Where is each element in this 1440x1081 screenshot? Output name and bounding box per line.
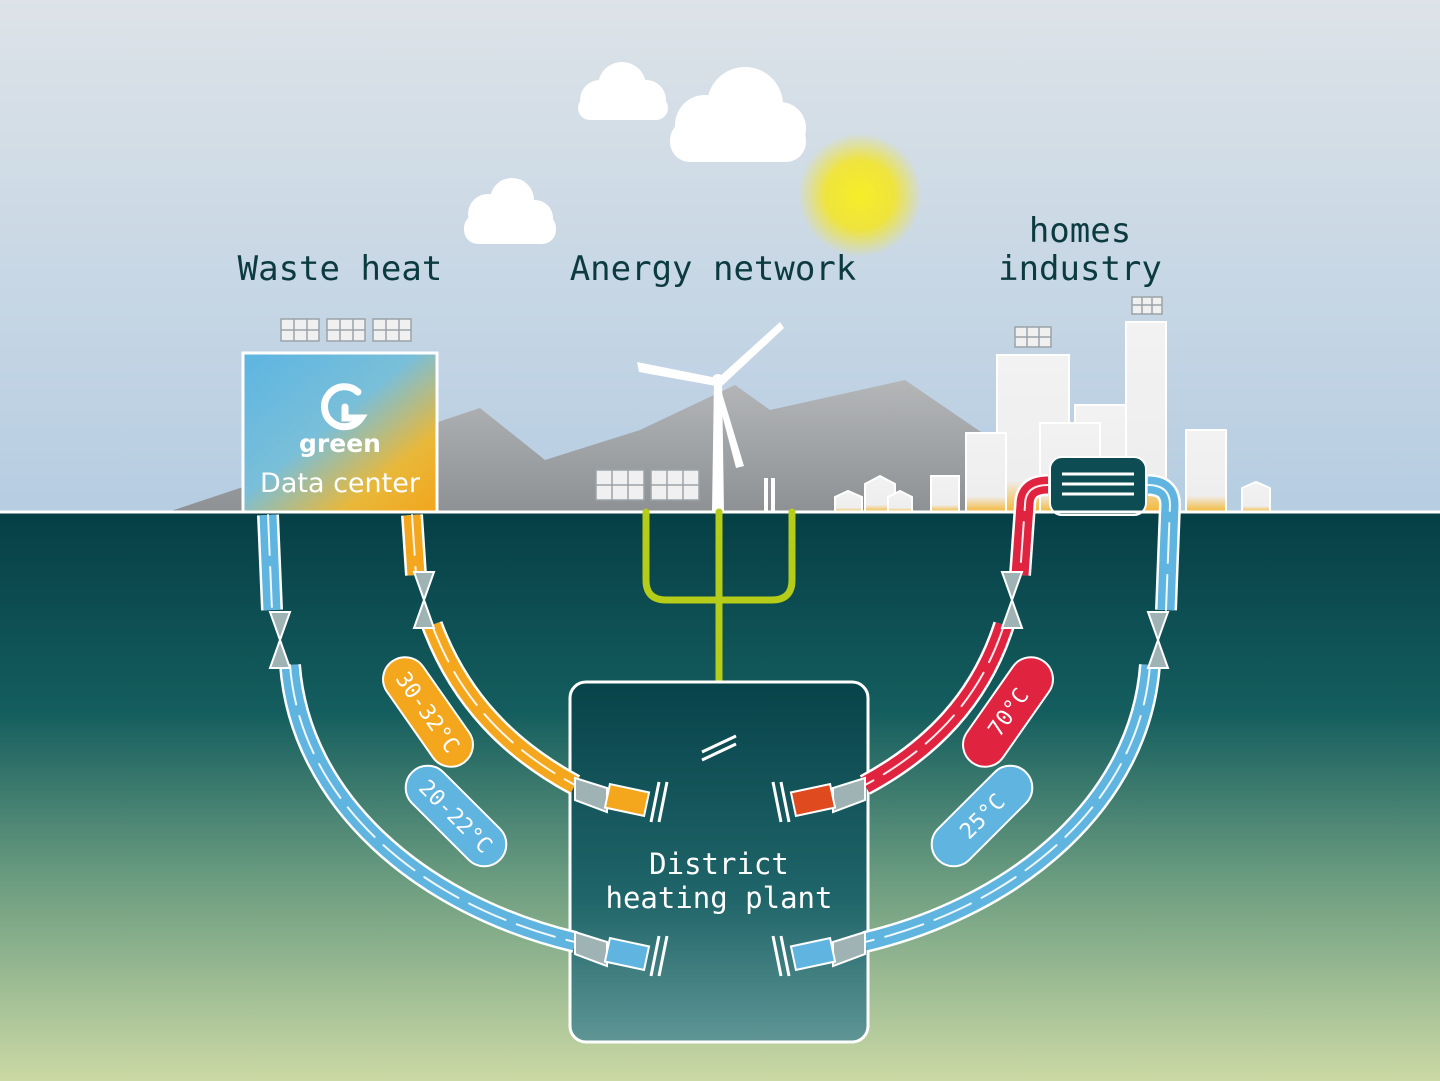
cloud-icon xyxy=(670,67,806,162)
homes-label: homes xyxy=(1029,211,1131,251)
solar-panel-icon xyxy=(280,318,412,342)
pipe-connectors xyxy=(268,571,1170,669)
heat-exchanger-icon xyxy=(1049,456,1147,516)
green-logo-icon xyxy=(320,383,368,431)
plant-label-line2: heating plant xyxy=(606,881,833,915)
homes-supply-pipe xyxy=(859,474,1049,795)
plant-inlets xyxy=(574,776,866,977)
cloud-icon xyxy=(464,178,556,244)
cloud-icon xyxy=(578,62,668,120)
solar-panel-icon xyxy=(595,469,700,501)
data-center-building: green Data center xyxy=(241,351,439,514)
waste-heat-label: Waste heat xyxy=(238,249,443,289)
plant-label-line1: District xyxy=(649,847,789,881)
sun-icon xyxy=(798,133,922,257)
dc-return-temp: 20-22°C xyxy=(404,764,508,868)
wind-turbine-icon xyxy=(637,322,784,512)
industry-label: industry xyxy=(998,249,1162,289)
power-connection-icon xyxy=(701,734,737,762)
dc-supply-pipe xyxy=(401,514,581,795)
solar-panel-icon xyxy=(1014,296,1163,348)
homes-return-pipe xyxy=(862,474,1182,953)
data-center-label: Data center xyxy=(260,468,421,499)
anergy-network-label: Anergy network xyxy=(570,249,857,289)
logo-text: green xyxy=(299,429,381,458)
dc-return-pipe xyxy=(257,514,578,953)
